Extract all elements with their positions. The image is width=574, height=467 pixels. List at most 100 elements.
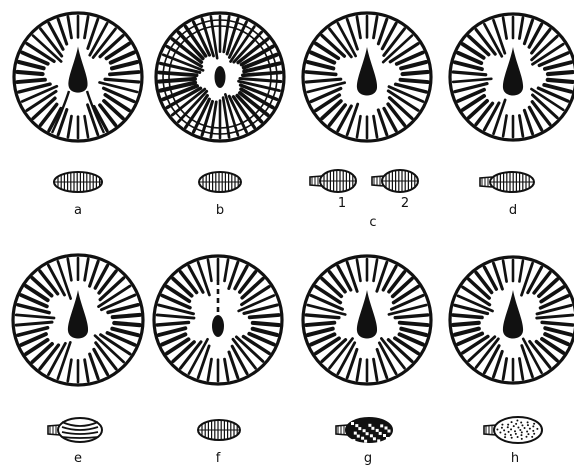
side-view-a — [54, 172, 102, 192]
dot — [496, 428, 498, 430]
stria — [113, 315, 140, 317]
valve-disc-g — [303, 256, 431, 384]
stria — [453, 315, 482, 317]
side-view-c2 — [372, 170, 418, 192]
label-c2: 2 — [401, 196, 409, 211]
axial-dash — [217, 289, 220, 294]
stria — [110, 72, 139, 74]
dot — [516, 419, 518, 421]
dot — [526, 431, 528, 433]
label-f: f — [216, 451, 221, 466]
dot — [513, 425, 515, 427]
mottle — [354, 432, 357, 435]
dot — [511, 437, 513, 439]
mottle — [352, 439, 355, 442]
dot — [508, 431, 510, 433]
dot — [529, 428, 531, 430]
dot — [527, 421, 529, 423]
mottle — [386, 437, 389, 440]
stria — [253, 323, 279, 325]
stria — [548, 80, 573, 82]
dot — [521, 424, 523, 426]
dot — [532, 430, 534, 432]
mottle — [385, 427, 388, 430]
mottle — [379, 432, 382, 435]
stria — [400, 323, 428, 325]
frustule-outline — [346, 418, 392, 442]
central-nodule — [212, 315, 224, 337]
mottle — [380, 424, 383, 427]
side-view-b — [199, 172, 241, 192]
side-view-e — [48, 418, 102, 442]
central-nodule — [215, 66, 226, 88]
dot — [532, 425, 534, 427]
mottle — [351, 422, 354, 425]
reticulate-line — [62, 437, 98, 438]
label-d: d — [509, 203, 517, 218]
dot — [515, 433, 517, 435]
stria — [403, 72, 428, 74]
valve-disc-a — [14, 13, 142, 141]
side-view-c1 — [310, 170, 356, 192]
dot — [521, 438, 523, 440]
dot — [499, 431, 501, 433]
mottle — [370, 434, 373, 437]
dot — [503, 429, 505, 431]
axial-dash — [217, 280, 220, 285]
dot — [501, 427, 503, 429]
mottle — [366, 432, 369, 435]
stria — [306, 323, 334, 325]
label-b: b — [216, 203, 224, 218]
mottle — [364, 440, 367, 443]
mottle — [357, 435, 360, 438]
dot — [501, 424, 503, 426]
mottle — [371, 427, 374, 430]
stria — [159, 79, 195, 82]
stria — [453, 323, 479, 325]
dot — [511, 421, 513, 423]
mottle — [388, 430, 391, 433]
stria — [401, 80, 428, 82]
mottle — [358, 427, 361, 430]
mottle — [363, 429, 366, 432]
label-a: a — [74, 203, 82, 218]
side-view-g — [336, 418, 392, 443]
side-view-h — [484, 417, 542, 443]
mottle — [377, 439, 380, 442]
dot — [507, 424, 509, 426]
dot — [533, 423, 535, 425]
dot — [527, 424, 529, 426]
mottle — [376, 429, 379, 432]
mottle — [355, 424, 358, 427]
dot — [504, 436, 506, 438]
dot — [510, 428, 512, 430]
dot — [515, 423, 517, 425]
dot — [521, 431, 523, 433]
mottle — [373, 437, 376, 440]
valve-disc-c — [303, 13, 431, 141]
stria — [114, 323, 140, 325]
label-c1: 1 — [338, 196, 346, 211]
dot — [533, 433, 535, 435]
dot — [514, 430, 516, 432]
dot — [507, 426, 509, 428]
dot — [525, 436, 527, 438]
dot — [520, 421, 522, 423]
mottle — [383, 434, 386, 437]
axial-dash — [217, 298, 220, 303]
label-g: g — [364, 451, 372, 466]
valve-disc-h — [450, 257, 574, 383]
valve-disc-e — [13, 255, 143, 385]
valve-discs — [13, 13, 574, 385]
label-c: c — [369, 215, 376, 230]
valve-disc-f — [154, 256, 282, 384]
dot — [519, 429, 521, 431]
dot — [517, 427, 519, 429]
stria — [250, 315, 279, 317]
valve-disc-b — [156, 13, 284, 141]
axial-dash — [217, 307, 220, 312]
dot — [527, 433, 529, 435]
valve-disc-d — [450, 14, 574, 140]
label-h: h — [511, 451, 519, 466]
